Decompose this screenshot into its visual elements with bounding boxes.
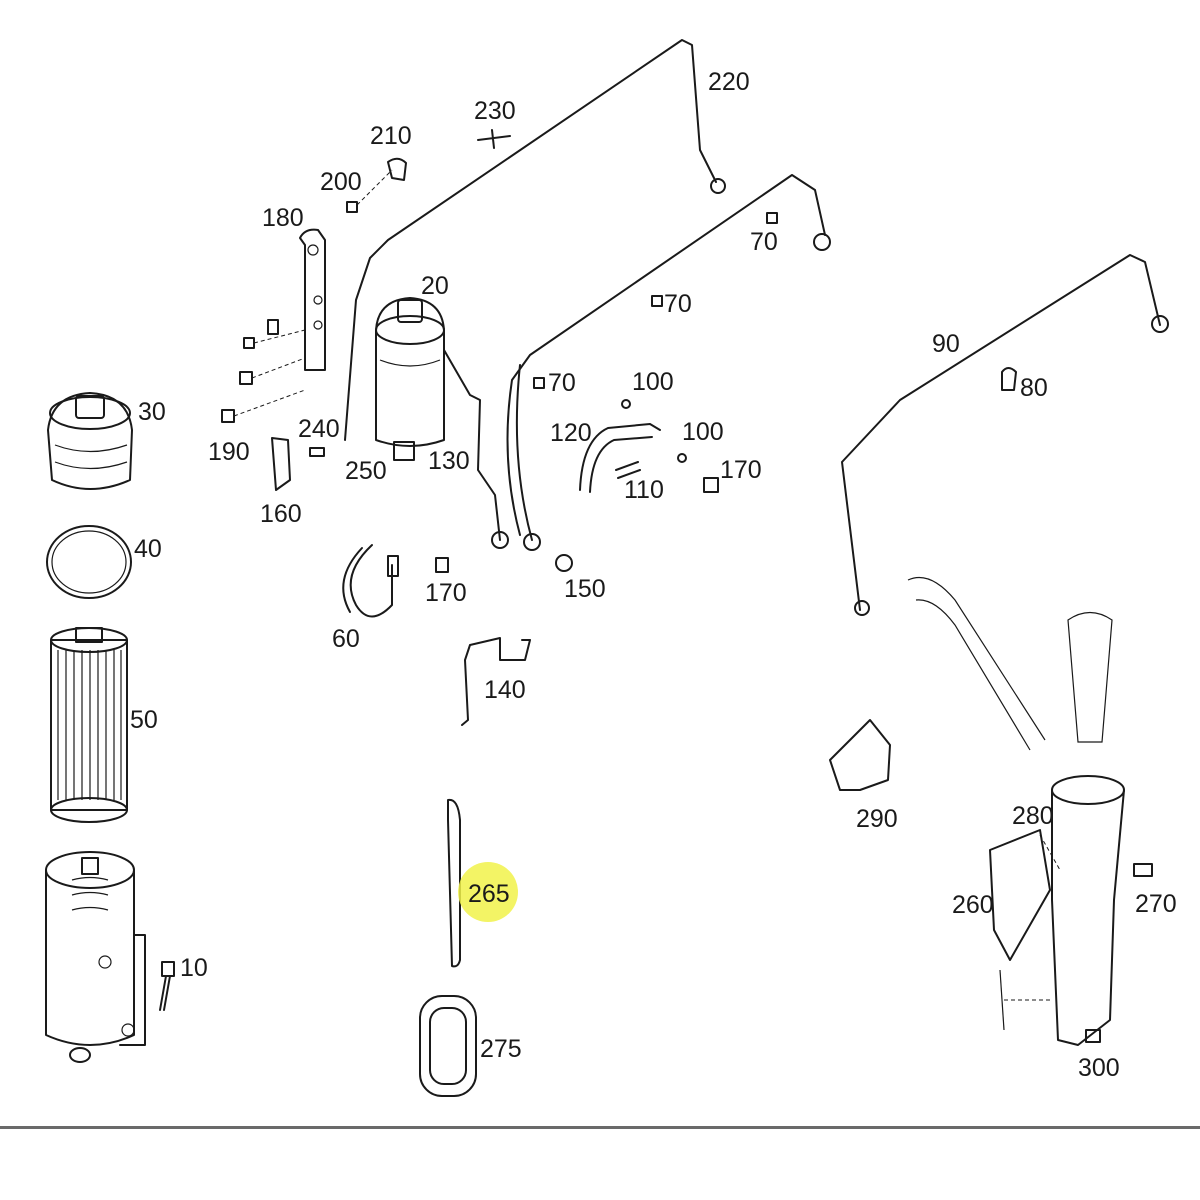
- callout-90: 90: [932, 330, 960, 358]
- bolts-group: [221, 129, 511, 423]
- callout-160: 160: [260, 500, 302, 528]
- pipe-lower-return: [506, 174, 831, 551]
- callout-270: 270: [1135, 890, 1177, 918]
- callout-240: 240: [298, 415, 340, 443]
- callout-220: 220: [708, 68, 750, 96]
- callout-260: 260: [952, 891, 994, 919]
- seal-275-part: [419, 995, 477, 1097]
- callout-150: 150: [564, 575, 606, 603]
- callout-275: 275: [480, 1035, 522, 1063]
- vent-hose-part: [907, 576, 1046, 751]
- callout-200: 200: [320, 168, 362, 196]
- callout-190: 190: [208, 438, 250, 466]
- callout-130: 130: [428, 447, 470, 475]
- callout-210: 210: [370, 122, 412, 150]
- highlight-marker: [458, 862, 518, 922]
- callout-250: 250: [345, 457, 387, 485]
- callout-170: 170: [720, 456, 762, 484]
- o-ring-part: [46, 525, 132, 599]
- filter-element-part: [50, 627, 128, 823]
- callout-120: 120: [550, 419, 592, 447]
- pipe-130: [443, 349, 509, 549]
- bracket-140: [461, 637, 531, 726]
- small-fittings: [271, 212, 1017, 573]
- bracket-part: [299, 228, 326, 371]
- callout-30: 30: [138, 398, 166, 426]
- bolt-part: [159, 961, 175, 1011]
- callout-100: 100: [682, 418, 724, 446]
- bottom-divider: [0, 1126, 1200, 1129]
- callout-40: 40: [134, 535, 162, 563]
- filler-neck-part: [989, 611, 1153, 1046]
- callout-10: 10: [180, 954, 208, 982]
- callout-60: 60: [332, 625, 360, 653]
- callout-70: 70: [548, 369, 576, 397]
- callout-100: 100: [632, 368, 674, 396]
- callout-290: 290: [856, 805, 898, 833]
- seal-265-part: [447, 798, 461, 968]
- bracket-290: [829, 719, 891, 791]
- callout-110: 110: [624, 476, 664, 504]
- pipe-90: [841, 254, 1169, 616]
- callout-20: 20: [421, 272, 449, 300]
- reservoir-part: [375, 297, 445, 461]
- callout-170: 170: [425, 579, 467, 607]
- filter-cap-part: [47, 392, 133, 490]
- hose-60: [342, 544, 399, 618]
- callout-70: 70: [664, 290, 692, 318]
- callout-50: 50: [130, 706, 158, 734]
- callout-70: 70: [750, 228, 778, 256]
- hose-120: [579, 423, 661, 493]
- callout-180: 180: [262, 204, 304, 232]
- callout-140: 140: [484, 676, 526, 704]
- filter-housing-part: [45, 851, 146, 1063]
- callout-265: 265: [468, 880, 510, 908]
- callout-280: 280: [1012, 802, 1054, 830]
- callout-230: 230: [474, 97, 516, 125]
- callout-300: 300: [1078, 1054, 1120, 1082]
- pipe-220: [344, 39, 726, 441]
- callout-80: 80: [1020, 374, 1048, 402]
